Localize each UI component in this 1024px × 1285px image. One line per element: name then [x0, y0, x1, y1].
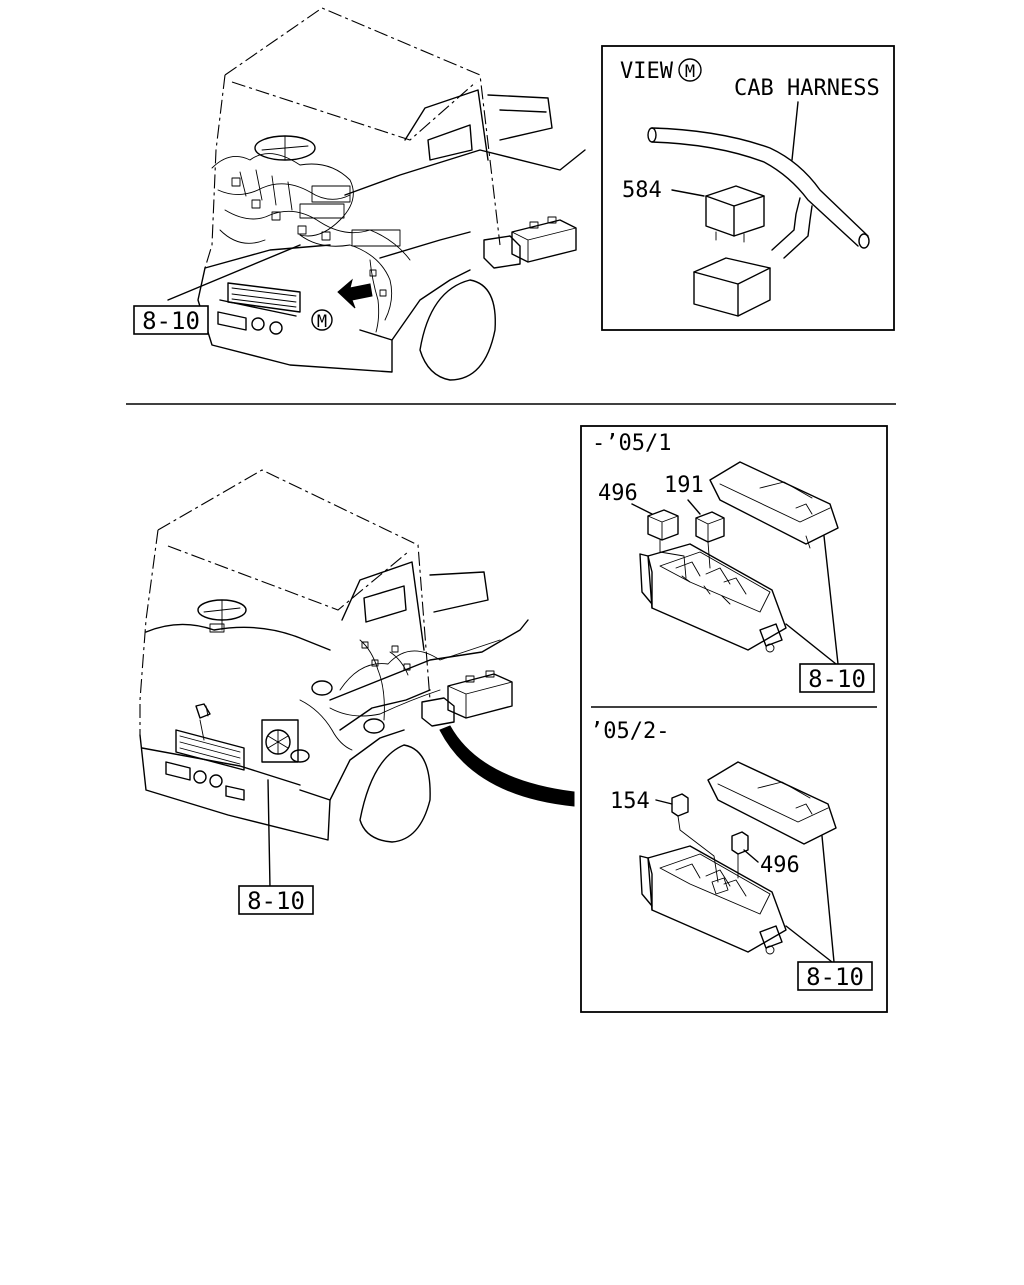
view-marker: M [685, 62, 695, 82]
early-ref-label: 8-10 [808, 665, 866, 693]
bottom-ref-label: 8-10 [247, 887, 305, 915]
inset-early: -’05/1 496 191 8-10 [592, 431, 875, 693]
period-late-label: ’05/2- [590, 719, 669, 744]
inset-late: ’05/2- 154 496 8-10 [590, 719, 873, 991]
part-191-label: 191 [664, 473, 704, 498]
bottom-ref-box: 8-10 [238, 885, 314, 915]
truck-view-marker: M [317, 312, 327, 332]
late-ref-label: 8-10 [806, 963, 864, 991]
cab-harness-label: CAB HARNESS [734, 76, 880, 101]
part-496-early-label: 496 [598, 481, 638, 506]
top-truck-illustration: M [167, 7, 586, 381]
part-496-late-label: 496 [760, 853, 800, 878]
period-early-label: -’05/1 [592, 431, 671, 456]
top-ref-label: 8-10 [142, 307, 200, 335]
top-ref-box: 8-10 [133, 305, 209, 335]
bottom-truck-illustration [139, 469, 575, 889]
view-label: VIEW [620, 59, 674, 84]
view-m-inset: VIEW M CAB HARNESS 584 [601, 45, 895, 331]
relay-inset-frame [580, 425, 888, 1013]
part-154-label: 154 [610, 789, 650, 814]
part-584-label: 584 [622, 178, 662, 203]
